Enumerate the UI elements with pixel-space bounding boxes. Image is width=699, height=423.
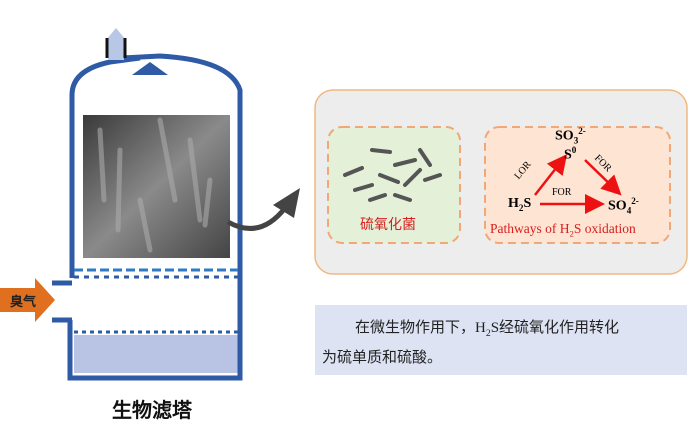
inlet-arrow-icon — [0, 278, 55, 322]
dome-cap — [132, 62, 168, 75]
lor-arrow — [534, 154, 568, 196]
outlet-pipe — [108, 38, 124, 60]
so4-label: SO42- — [608, 196, 639, 216]
description-line-2: 为硫单质和硫酸。 — [322, 350, 443, 366]
pathway-caption: Pathways of H2S oxidation — [490, 221, 636, 239]
bacteria-box — [327, 126, 461, 244]
for-bottom-label: FOR — [552, 187, 572, 198]
pathway-box — [484, 126, 671, 244]
description-box — [315, 305, 687, 375]
tower-title: 生物滤塔 — [112, 398, 192, 422]
description-line-1: 在微生物作用下，H2S经硫氧化作用转化 — [355, 320, 620, 339]
so3-label: SO32- — [555, 126, 586, 146]
sem-image — [83, 115, 230, 258]
bacteria-icon — [343, 148, 442, 202]
h2s-label: H2S — [508, 196, 532, 213]
bacteria-label: 硫氧化菌 — [360, 217, 416, 233]
for-arrow-top — [584, 159, 622, 196]
outlet-arrow-icon — [106, 28, 126, 40]
s0-label: S0 — [564, 145, 577, 163]
liquid-reservoir — [74, 335, 239, 373]
bio-filter-tower — [52, 28, 243, 381]
inlet-label: 臭气 — [10, 295, 37, 310]
curved-arrow-icon — [226, 206, 287, 231]
